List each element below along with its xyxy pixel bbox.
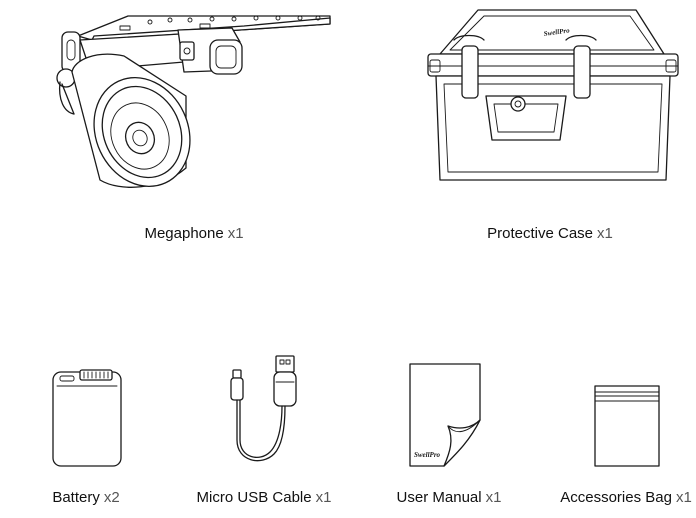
item-qty: x1: [485, 489, 502, 506]
manual-logo: SwellPro: [414, 451, 441, 459]
item-name: User Manual: [396, 489, 482, 506]
item-name: Micro USB Cable: [196, 489, 312, 506]
item-qty: x2: [103, 489, 120, 506]
item-qty: x1: [597, 225, 613, 242]
case-logo: SwellPro: [543, 26, 570, 38]
item-name: Megaphone: [144, 225, 224, 242]
item-name: Accessories Bag: [560, 489, 672, 506]
item-qty: x1: [675, 489, 692, 506]
item-name: Protective Case: [487, 225, 594, 242]
item-name: Battery: [52, 489, 100, 506]
item-qty: x1: [227, 225, 244, 242]
item-qty: x1: [315, 489, 332, 506]
